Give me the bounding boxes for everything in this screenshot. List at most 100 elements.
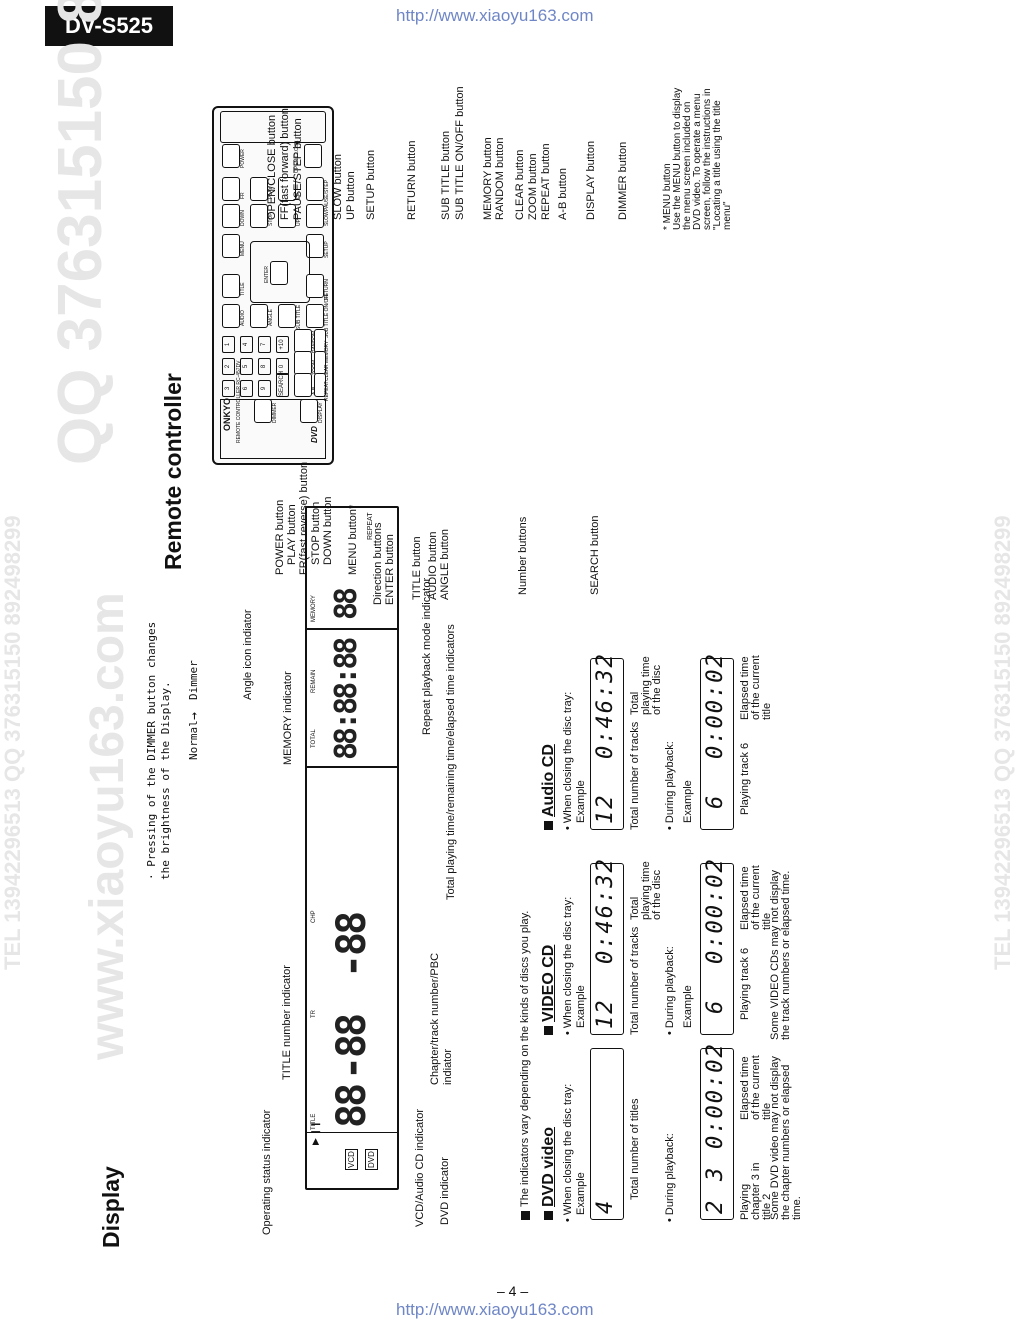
callout-menu: MENU button* [347,504,359,575]
repeat-key-label: REPEAT [324,381,330,401]
callout-search: SEARCH button [589,515,601,595]
dvd-playback-value-b: 3 [703,1165,728,1181]
panel-play-pause: ▶ ❙❙ [310,1120,320,1145]
display-key-label: DISPLAY [318,402,324,423]
panel-remain-label: REMAIN [311,669,317,693]
setup-key-label: SETUP [324,241,330,258]
callout-play: PLAY button [286,504,298,565]
display-title: Display [98,1166,124,1248]
dvd-playback-time: 0:00:02 [703,1042,728,1149]
vcd-playing-caption: Playing track 6 [739,947,751,1020]
dimmer-key[interactable] [254,399,272,423]
dimmer-note-line1: · Pressing of the DIMMER button changes [145,621,158,880]
subtitle-key[interactable] [278,304,296,328]
dimmer-label: Dimmer [187,660,200,700]
random-key[interactable] [294,329,312,353]
vcd-time-caption: Total playing time of the disc [629,861,663,920]
callout-power: POWER button [274,499,286,575]
pause-step-key[interactable] [306,177,324,201]
acd-playing-caption: Playing track 6 [739,742,751,815]
panel-chp-label: CHP [311,910,317,923]
callout-ab: A-B button [557,168,569,220]
return-key[interactable] [306,274,324,298]
callout-down: DOWN button [322,496,334,565]
dvd-indicator-label: DVD indicator [439,1157,451,1225]
number-key-plus10[interactable]: +10 [276,336,289,353]
dimmer-note-line2: the brightness of the Display. [159,681,172,880]
callout-number: Number buttons [517,516,529,595]
power-key[interactable] [222,144,240,168]
chapter-track-label2: indiator [442,1048,454,1085]
acd-closing-time: 0:46:32 [593,652,618,759]
fr-key-label: FR [240,192,246,199]
callout-display: DISPLAY button [585,140,597,220]
vcd-example-label: Example [575,985,587,1028]
up-key-label: UP [296,219,302,226]
video-cd-heading: VIDEO CD [540,945,558,1035]
title-key[interactable] [222,274,240,298]
number-key-3[interactable]: 3 [222,380,235,397]
enter-key[interactable] [270,261,288,285]
angle-key[interactable] [250,304,268,328]
acd-playback-label: • During playback: [664,741,676,830]
audio-cd-heading: Audio CD [540,744,558,830]
memory-indicator-label: MEMORY indicator [282,671,294,765]
open-close-key[interactable] [304,144,322,168]
callout-clear: CLEAR button [514,149,526,220]
dvd-playback-lcd: 2 3 0:00:02 [700,1042,734,1220]
watermark-qq: QQ 376315150 892498299 [46,0,115,465]
audio-key[interactable] [222,304,240,328]
ab-key[interactable] [294,373,312,397]
dvd-closing-label: • When closing the disc tray: [562,1083,574,1222]
number-key-1[interactable]: 1 [222,336,235,353]
model-badge: DV-S525 [45,6,173,46]
subtitle-onoff-key[interactable] [306,304,324,328]
watermark-tel-right: TEL 13942296513 QQ 376315150 892498299 [990,515,1015,970]
repeat-mode-label: Repeat playback mode indicator [421,577,433,735]
operating-status-label: Operating status indicator [261,1109,273,1235]
slow-key[interactable] [306,204,324,228]
menu-key[interactable] [222,234,240,258]
panel-divider [307,766,397,768]
panel-digits-track: 88 [329,1015,375,1058]
url-top[interactable]: http://www.xiaoyu163.com [396,6,594,25]
panel-memory-label: MEMORY [311,595,317,622]
total-time-label: Total playing time/remaining time/elapse… [445,624,457,900]
number-key-8[interactable]: 8 [258,358,271,375]
callout-enter: ENTER button [384,534,396,605]
acd-closing-tracks: 12 [593,793,618,825]
url-bottom[interactable]: http://www.xiaoyu163.com [396,1300,594,1319]
callout-subtitle-onoff: SUB TITLE ON/OFF button [454,86,466,220]
fr-key[interactable] [222,177,240,201]
callout-title: TITLE button [411,536,423,600]
panel-digits-time: 88:88:88 [329,639,364,761]
callout-memory: MEMORY button [482,137,494,220]
panel-dash-2: - [329,956,375,978]
dvd-playback-label: • During playback: [664,1133,676,1222]
down-key[interactable] [222,204,240,228]
angle-icon-label: Angle icon indiator [242,609,254,700]
number-key-5[interactable]: 5 [240,358,253,375]
vcd-footnote: Some VIDEO CDs may not display the track… [769,870,792,1040]
callout-random: RANDOM button [494,137,506,220]
number-key-2[interactable]: 2 [222,358,235,375]
number-key-9[interactable]: 9 [258,380,271,397]
zoom-key[interactable] [294,351,312,375]
vcd-closing-label: • When closing the disc tray: [562,896,574,1035]
display-key[interactable] [300,399,318,423]
callout-zoom: ZOOM button [527,153,539,220]
callout-subtitle: SUB TITLE button [440,130,452,220]
number-key-7[interactable]: 7 [258,336,271,353]
acd-playback-time: 0:00:02 [703,652,728,759]
vcd-closing-tracks: 12 [593,998,618,1030]
number-key-4[interactable]: 4 [240,336,253,353]
vcd-indicator-label: VCD/Audio CD indicator [414,1109,426,1227]
acd-closing-lcd: 12 0:46:32 [590,652,624,830]
vary-note-text: The indicators vary depending on the kin… [519,910,531,1207]
panel-dash-1: - [329,1058,375,1080]
number-key-6[interactable]: 6 [240,380,253,397]
panel-digits-memory: 88 [329,589,364,620]
callout-audio: AUDIO button [427,531,439,600]
search-key[interactable]: SEARCH [276,371,289,397]
acd-playback-lcd: 6 0:00:02 [700,652,734,830]
